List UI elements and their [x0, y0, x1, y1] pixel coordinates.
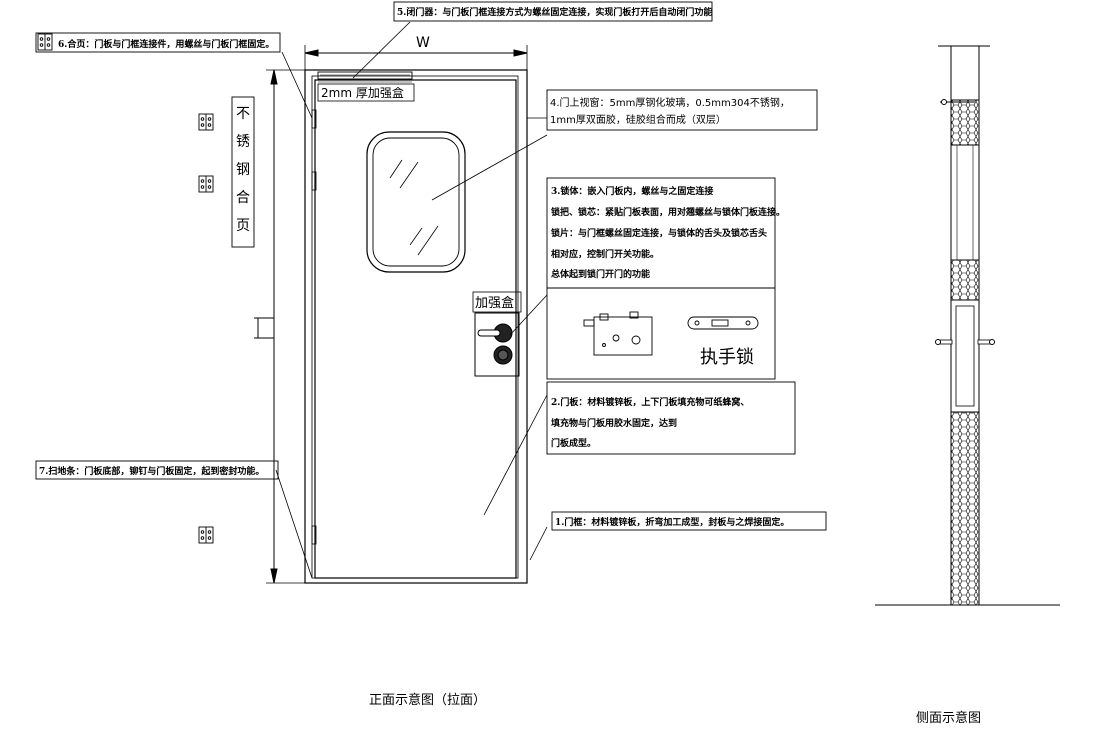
window-note-line2: 1mm厚双面胶，硅胶组合而成（双层）	[550, 113, 726, 126]
lock-diagram-box	[546, 287, 776, 380]
sweep-note-box	[35, 460, 279, 480]
door-closer	[317, 71, 413, 83]
stainless-hinge-char-1: 不	[236, 106, 250, 122]
closer-label: 5.闭门器：与门板门框连接方式为螺丝固定连接，实现门板打开后自动闭门功能	[397, 6, 712, 18]
reinforce-top-box	[317, 83, 415, 102]
door-panel	[314, 79, 517, 579]
lock-box	[474, 312, 520, 377]
sweep-note-label: 7.扫地条：门板底部，铆钉与门板固定，起到密封功能。	[39, 465, 264, 477]
frame-note-label: 1.门框：材料镀锌板，折弯加工成型，封板与之焊接固定。	[555, 516, 789, 528]
side-view-caption: 侧面示意图	[916, 710, 981, 726]
lock-name-label: 执手锁	[700, 347, 754, 368]
leader-lines	[275, 21, 548, 579]
lock-note-line3: 锁片：与门框螺丝固定连接，与锁体的舌头及锁芯舌头	[551, 227, 767, 239]
side-view	[875, 45, 1060, 606]
stainless-hinge-box	[231, 96, 255, 248]
panel-note-line1: 2.门板：材料镀锌板，上下门板填充物可纸蜂窝、	[551, 396, 749, 408]
width-dimension	[304, 45, 528, 70]
window-note-box	[546, 89, 818, 131]
stainless-hinge-char-4: 合	[236, 190, 250, 206]
strike-plate-drawing	[687, 316, 759, 330]
reinforce-lock-label: 加强盒	[475, 295, 514, 311]
stainless-hinge-char-3: 钢	[236, 162, 250, 178]
panel-note-line2: 填充物与门板用胶水固定，达到	[551, 417, 677, 429]
lock-note-line1: 3.锁体：嵌入门板内，螺丝与之固定连接	[551, 185, 713, 197]
window-note-line1: 4.门上视窗：5mm厚钢化玻璃，0.5mm304不锈钢，	[550, 96, 790, 109]
frame-note-box	[551, 511, 827, 531]
front-view-caption: 正面示意图（拉面）	[369, 692, 486, 708]
door-frame	[304, 69, 528, 584]
panel-note-box	[546, 381, 796, 455]
door-window	[366, 131, 466, 273]
lock-note-line5: 总体起到锁门开门的功能	[551, 268, 650, 280]
panel-note-line3: 门板成型。	[551, 437, 596, 449]
hinge-note-label: 6.合页：门板与门框连接件，用螺丝与门板门框固定。	[58, 38, 274, 50]
height-dimension	[254, 69, 305, 584]
closer-box	[393, 1, 713, 22]
reinforce-top-label: 2mm 厚加强盒	[321, 85, 404, 100]
lock-note-line2: 锁把、锁芯：紧贴门板表面，用对翘螺丝与锁体门板连接。	[551, 206, 785, 218]
frame-hinges	[311, 109, 317, 545]
stainless-hinge-char-2: 锈	[236, 134, 250, 150]
lock-note-line4: 相对应，控制门开关功能。	[551, 248, 659, 260]
reinforce-lock-box	[472, 291, 522, 313]
lock-body-drawing	[583, 311, 653, 356]
hinge-icon	[37, 33, 214, 544]
stainless-hinge-char-5: 页	[236, 218, 250, 234]
width-symbol: W	[416, 35, 430, 51]
hinge-note-box	[35, 32, 281, 53]
